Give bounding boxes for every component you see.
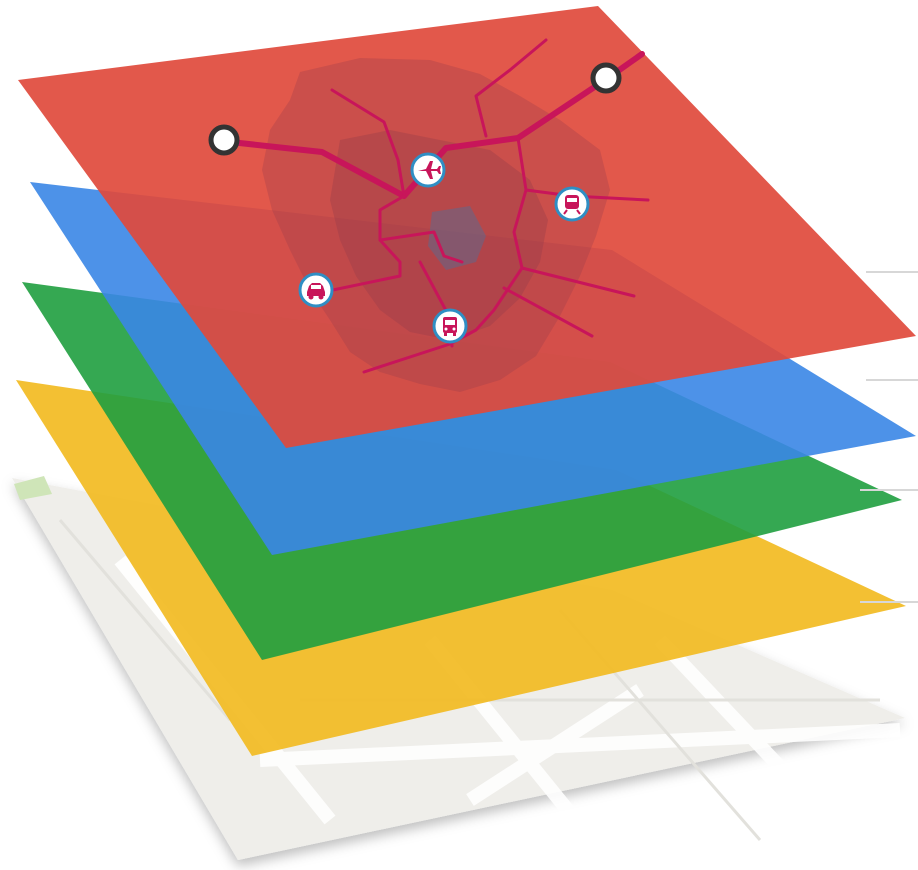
airplane-icon[interactable] [410,152,446,188]
route-start-point[interactable] [208,124,240,156]
route-end-point[interactable] [590,62,622,94]
branch-line [474,38,548,138]
outer-zone [262,58,610,392]
leader-lines [860,271,918,603]
branch-line [362,266,524,374]
train-icon[interactable] [554,186,590,222]
branch-line [502,286,594,338]
branch-line [330,88,406,198]
branch-line [302,194,406,298]
branch-line [512,136,636,298]
red-layer [18,6,916,448]
car-icon[interactable] [298,272,334,308]
map-street [654,635,836,825]
map-street [58,519,232,721]
map-street [259,723,901,767]
map-park [14,476,52,500]
branch-line [378,230,464,264]
bus-icon[interactable] [432,308,468,344]
